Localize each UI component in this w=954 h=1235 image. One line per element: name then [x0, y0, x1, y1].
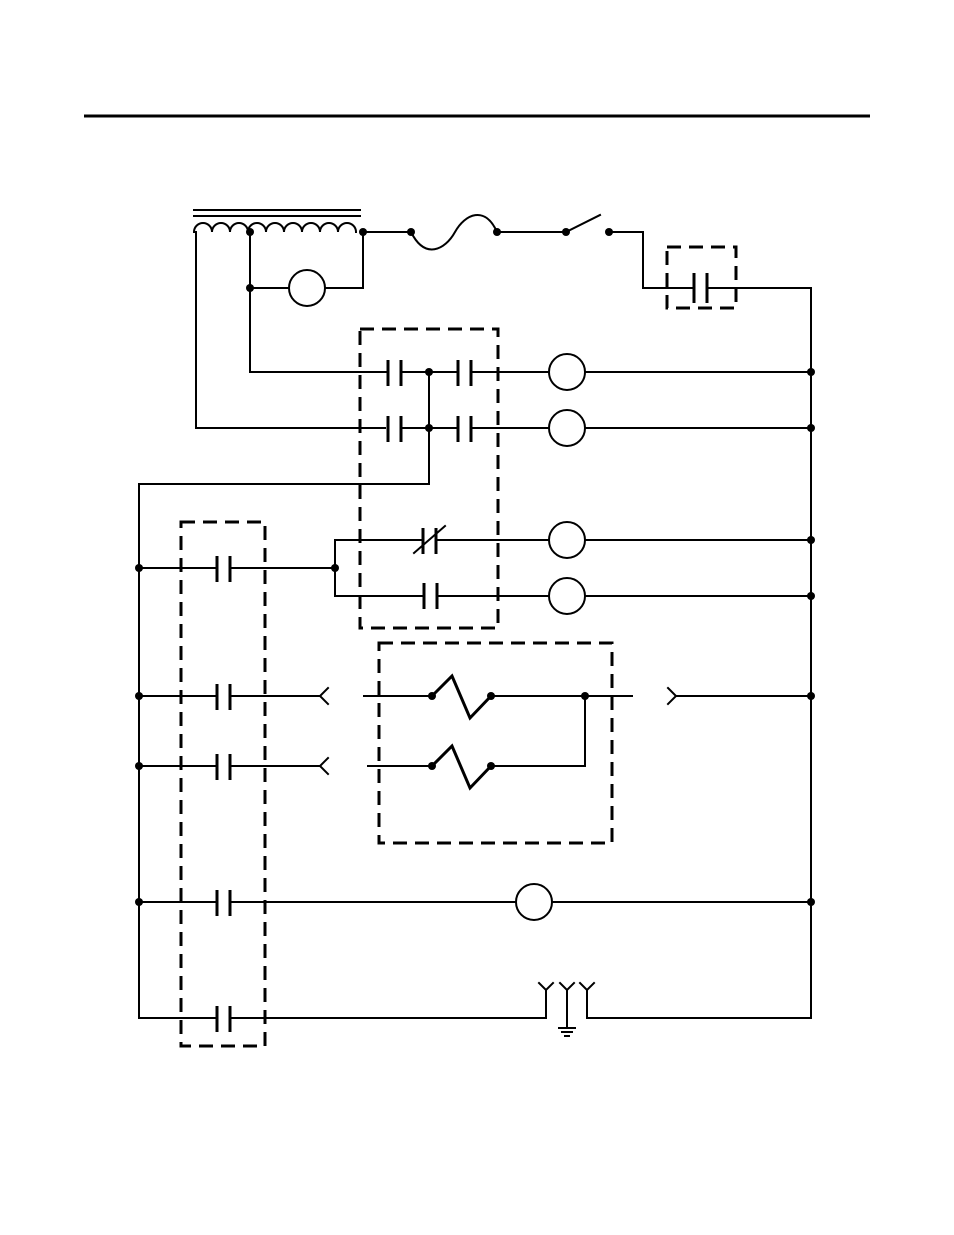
plug-connector-right [668, 688, 676, 704]
toggle-switch [566, 215, 600, 232]
indicator-lamp-row-2 [549, 410, 585, 446]
indicator-lamp-transformer [289, 270, 325, 306]
heater-box [379, 643, 612, 843]
fuse [411, 215, 497, 249]
ground-terminal [559, 1028, 575, 1036]
indicator-lamp-row-4 [549, 578, 585, 614]
transformer [194, 210, 360, 232]
heater-element-2 [432, 746, 491, 788]
indicator-lamp-row-5 [516, 884, 552, 920]
plug-connector-left-1 [320, 688, 328, 704]
heater-element-1 [432, 676, 491, 718]
indicator-lamp-row-1 [549, 354, 585, 390]
indicator-lamp-row-3 [549, 522, 585, 558]
plug-connector-left-2 [320, 758, 328, 774]
relay-contact-box [181, 522, 265, 1046]
transformer-coil [194, 223, 356, 232]
